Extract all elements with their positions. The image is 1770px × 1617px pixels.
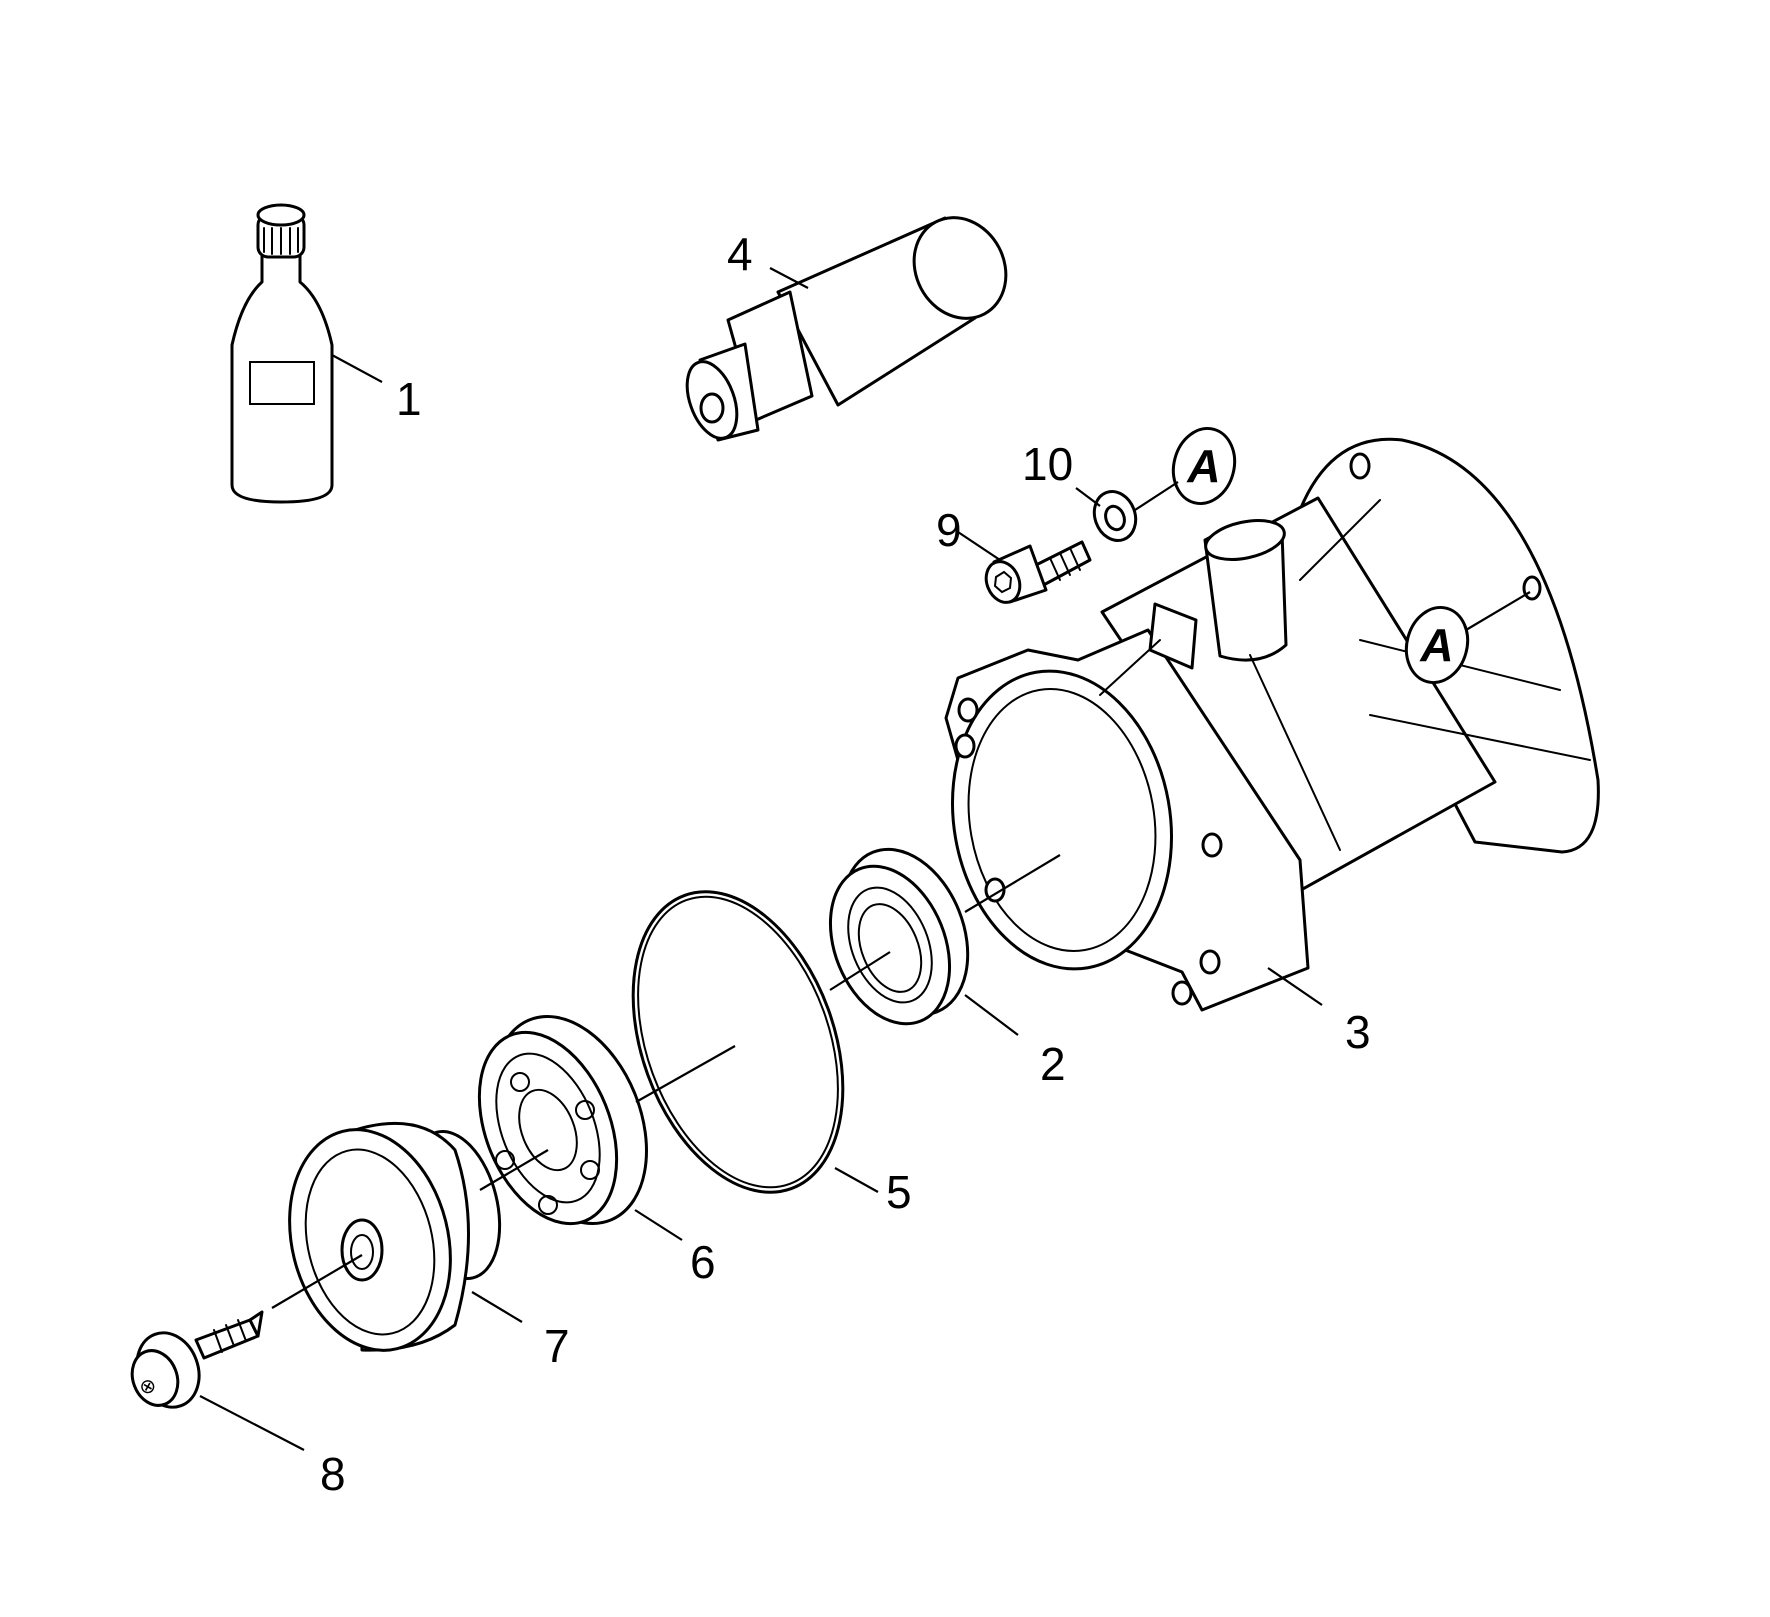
- callout-8: 8: [320, 1448, 346, 1500]
- leader-5: [834, 1167, 879, 1193]
- part-7-pulley-cap: [288, 1121, 502, 1352]
- leader-4: [769, 267, 809, 289]
- leader-a-lower: [1465, 591, 1531, 631]
- leader-lines: [199, 267, 1531, 1451]
- axis-7-6: [479, 1149, 549, 1191]
- leader-10: [1075, 487, 1101, 507]
- axis-5-2: [829, 951, 891, 991]
- reference-mark-a-upper-label: A: [1186, 440, 1220, 492]
- leader-8: [199, 1395, 305, 1451]
- axis-2-3: [964, 854, 1061, 913]
- part-10-washer: [1092, 490, 1138, 542]
- part-8-flange-screw: ⊕: [130, 1310, 264, 1409]
- callout-10: 10: [1022, 438, 1073, 490]
- leader-10-a: [1134, 481, 1179, 511]
- callout-2: 2: [1040, 1038, 1066, 1090]
- leader-1: [331, 354, 383, 383]
- callout-5: 5: [886, 1166, 912, 1218]
- axis-6-5: [635, 1045, 736, 1103]
- part-1-oil-bottle: [230, 203, 334, 504]
- callout-6: 6: [690, 1236, 716, 1288]
- axis-8-7: [271, 1254, 363, 1309]
- part-6-ball-bearing: [477, 1014, 648, 1226]
- part-3-pump-housing: [944, 437, 1600, 1012]
- callout-9: 9: [936, 504, 962, 556]
- callout-7: 7: [544, 1320, 570, 1372]
- leader-3: [1267, 967, 1323, 1006]
- part-9-socket-screw: [984, 540, 1092, 604]
- leader-7: [471, 1291, 523, 1323]
- callout-numbers: 1 2 3 4 5 6 7 8 9 10: [320, 228, 1371, 1500]
- part-5-o-ring: [631, 890, 845, 1194]
- callout-1: 1: [396, 373, 422, 425]
- callout-4: 4: [727, 228, 753, 280]
- leader-2: [964, 994, 1019, 1036]
- reference-mark-a-lower-label: A: [1419, 619, 1453, 671]
- part-2-shaft-seal: [828, 847, 970, 1026]
- reference-mark-a-lower: A: [1404, 605, 1470, 685]
- leader-9: [957, 531, 1001, 561]
- leader-6: [634, 1209, 683, 1241]
- reference-mark-a-upper: A: [1171, 426, 1237, 506]
- callout-3: 3: [1345, 1006, 1371, 1058]
- part-4-cylinder-sleeve: [685, 216, 1008, 442]
